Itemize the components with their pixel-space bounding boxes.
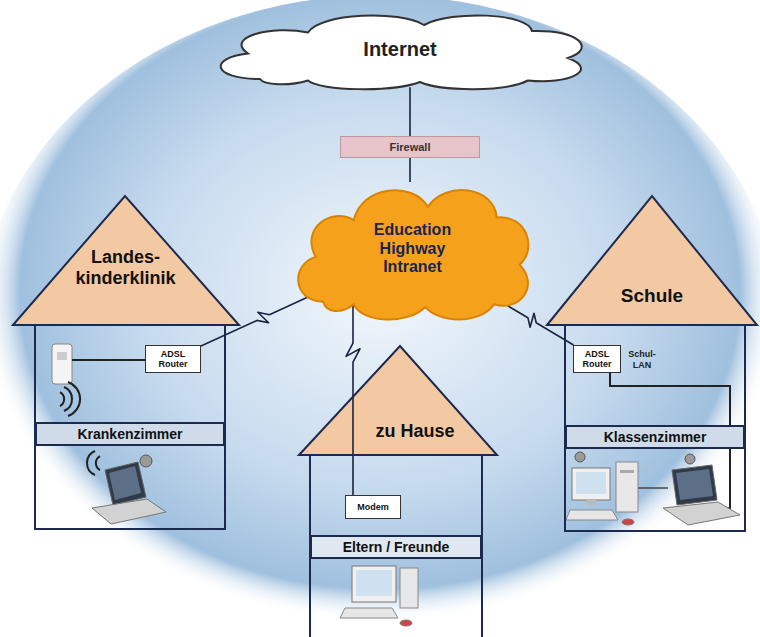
roof-fill [546, 195, 758, 325]
laptop [92, 455, 166, 524]
wall-outline [310, 455, 482, 637]
laptop [663, 502, 740, 525]
laptop [685, 454, 695, 464]
laptop [663, 454, 740, 525]
internet-cloud: Internet [200, 4, 600, 94]
cloud-outline [298, 190, 528, 320]
node-text: Klassenzimmer [604, 429, 707, 445]
wall-socket [52, 344, 72, 384]
network-link [346, 305, 360, 495]
laptop [105, 462, 146, 505]
wifi-waves [96, 456, 100, 470]
modem-box: Modem [345, 495, 401, 519]
cable [72, 359, 145, 361]
laptop [676, 469, 713, 500]
roof-fill [298, 345, 498, 455]
wall-outline [35, 325, 225, 529]
house-shape: Landes- kinderklinikADSL RouterKrankenzi… [12, 195, 240, 530]
node-text: Eltern / Freunde [343, 539, 450, 555]
room-band: Eltern / Freunde [310, 535, 482, 559]
node-text: Firewall [390, 141, 431, 154]
desktop-computer [400, 568, 418, 608]
desktop-computer [622, 519, 634, 525]
house-outline [298, 345, 498, 637]
label-holder: Schul-LAN [624, 349, 660, 371]
roof-fill [12, 195, 240, 325]
wifi-waves [68, 382, 80, 416]
desktop-computer [566, 452, 638, 525]
desktop-computer [586, 500, 596, 505]
roof-outline [547, 196, 757, 325]
network-label: Schul-LAN [624, 349, 660, 371]
desktop-computer [575, 452, 585, 462]
wifi-waves [87, 451, 95, 475]
desktop-computer [576, 472, 606, 494]
desktop-computer [616, 462, 638, 512]
laptop [672, 465, 717, 505]
cloud-outline [221, 15, 582, 89]
node-text: Landes- kinderklinik [68, 247, 183, 288]
laptop [109, 466, 141, 500]
network-link [409, 158, 411, 182]
desktop-computer [340, 608, 398, 618]
node-text: Schule [592, 285, 712, 307]
router-box: ADSL Router [145, 345, 201, 373]
node-text: Krankenzimmer [77, 426, 182, 442]
node-text: Modem [357, 502, 389, 512]
firewall-box: Firewall [340, 136, 480, 158]
wifi-waves [60, 392, 64, 406]
laptop [140, 455, 152, 467]
wall-socket [57, 352, 67, 360]
intranet-cloud: Education Highway Intranet [285, 170, 540, 328]
wifi-waves [64, 387, 72, 411]
room-band: Klassenzimmer [565, 425, 745, 449]
desktop-computer [572, 468, 610, 500]
house-outline [12, 195, 240, 530]
laptop [92, 499, 166, 524]
house-shape: zu HauseModemEltern / Freunde [298, 345, 498, 637]
room-band: Krankenzimmer [35, 422, 225, 446]
desktop-computer [352, 566, 396, 602]
roof-outline [13, 196, 239, 325]
node-text: ADSL Router [149, 349, 197, 370]
node-text: zu Hause [360, 421, 470, 442]
wall-socket [52, 344, 72, 384]
roof-outline [299, 346, 497, 455]
network-link [409, 87, 411, 136]
wall-outline [565, 325, 745, 531]
desktop-computer [356, 570, 392, 596]
desktop-computer [566, 510, 618, 520]
desktop-computer [400, 620, 412, 626]
node-text: Internet [300, 38, 500, 61]
lan-cable [638, 487, 668, 489]
desktop-computer [620, 470, 634, 473]
node-text: ADSL Router [577, 349, 617, 370]
desktop-computer [340, 566, 418, 626]
house-shape: SchuleADSL RouterKlassenzimmer [546, 195, 758, 532]
node-text: Education Highway Intranet [358, 221, 468, 276]
router-box: ADSL Router [573, 345, 621, 373]
